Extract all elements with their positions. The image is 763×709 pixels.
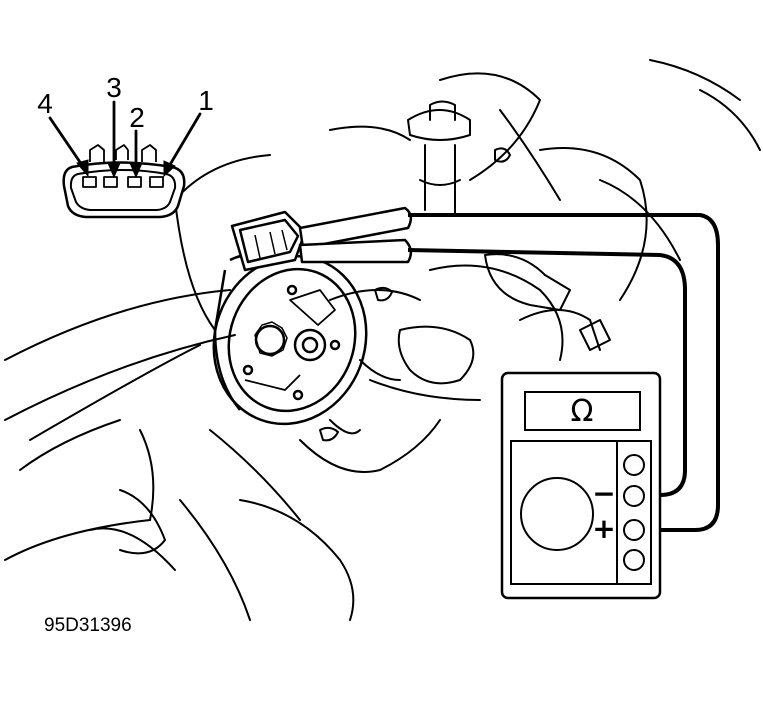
pin-1-arrow: [166, 112, 202, 170]
pin-2-label: 2: [129, 102, 145, 133]
pin-3-arrowhead: [107, 162, 121, 179]
pin-arrows: [48, 100, 202, 179]
connector-terminals: [82, 176, 164, 188]
negative-terminal-label: −: [592, 477, 615, 510]
pin-4-arrowhead: [76, 159, 89, 178]
positive-terminal-label: +: [592, 512, 615, 545]
selector-dial: [520, 477, 594, 551]
distributor-connector: [230, 210, 307, 272]
connector-pinout: [62, 144, 186, 219]
positive-lead-wire: [408, 213, 720, 532]
multimeter-display: [524, 391, 641, 431]
connector-latches: [89, 144, 157, 162]
distributor: [212, 253, 368, 426]
jack-4: [623, 549, 645, 571]
engine-background: [4, 59, 761, 621]
connector-housing-inner: [69, 169, 177, 211]
jack-negative: [623, 485, 645, 507]
display-ohm-symbol: Ω: [571, 394, 594, 429]
pin-4-label: 4: [37, 88, 53, 119]
jack-positive: [623, 519, 645, 541]
figure-reference: 95D31396: [44, 615, 132, 636]
pin-3-label: 3: [106, 72, 122, 103]
pin-1-label: 1: [198, 85, 214, 116]
pin-1-arrowhead: [163, 160, 176, 178]
multimeter: Ω − +: [500, 371, 662, 600]
pin-4-arrow: [48, 116, 86, 170]
negative-lead-wire: [407, 248, 687, 497]
jack-1: [623, 454, 645, 476]
probe-leads: [298, 206, 413, 264]
pin-2-arrowhead: [129, 162, 143, 179]
